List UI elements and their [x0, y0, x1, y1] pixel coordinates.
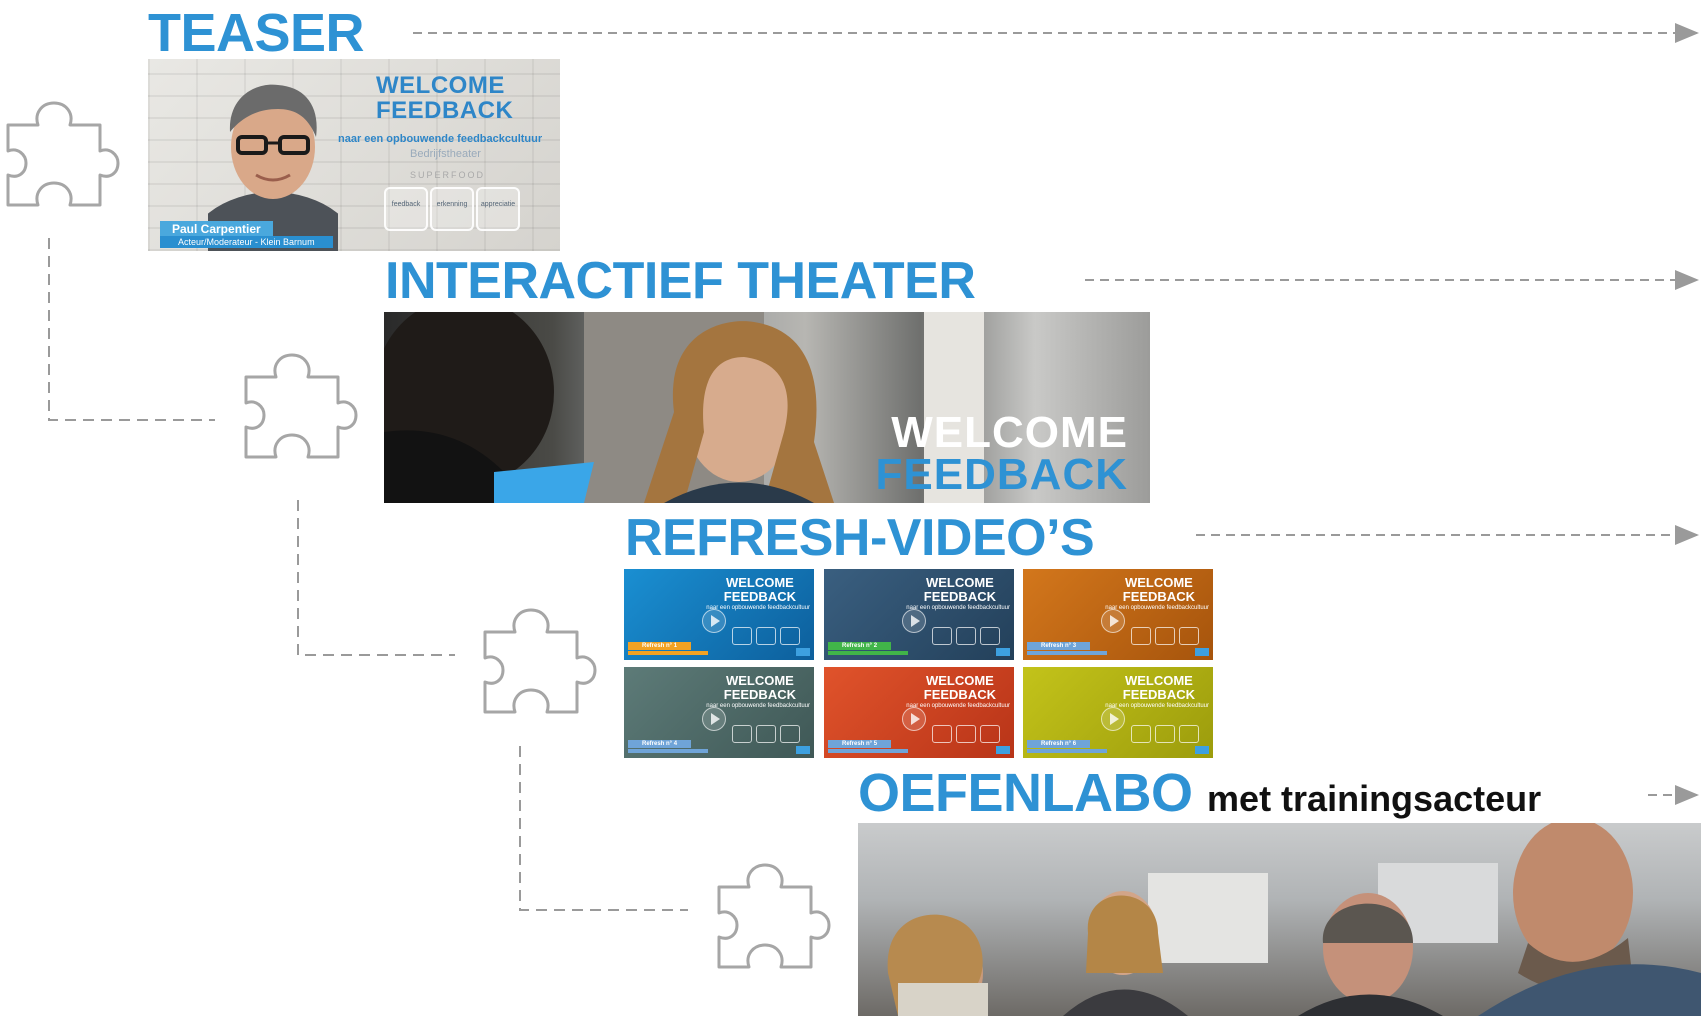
- oefenlabo-heading: OEFENLABO met trainingsacteur: [858, 766, 1541, 820]
- presenter-role: Acteur/Moderateur - Klein Barnum: [160, 236, 333, 248]
- theater-scene: [384, 312, 984, 503]
- refresh-heading: REFRESH-VIDEO’S: [625, 509, 1095, 567]
- jar-icon: appreciatie: [476, 187, 520, 231]
- play-icon[interactable]: [702, 609, 726, 633]
- play-icon[interactable]: [902, 609, 926, 633]
- thumb-subtitle: naar een opbouwende feedbackcultuur: [906, 605, 1010, 611]
- teaser-image-brand: SUPERFOOD: [410, 170, 486, 180]
- jar-icon: [780, 627, 800, 645]
- theater-image-title: WELCOME FEEDBACK: [875, 408, 1128, 499]
- theater-video-thumbnail[interactable]: WELCOME FEEDBACK: [384, 312, 1150, 503]
- logo-icon: [796, 746, 810, 754]
- jar-icon: [956, 627, 976, 645]
- thumb-subtitle: naar een opbouwende feedbackcultuur: [1105, 703, 1209, 709]
- jar-icon: [1155, 627, 1175, 645]
- label-bar: [828, 749, 908, 753]
- jar-icon: [1131, 627, 1151, 645]
- label-bar: [1027, 651, 1107, 655]
- label-bar: [628, 651, 708, 655]
- jar-icon: [732, 627, 752, 645]
- logo-icon: [996, 648, 1010, 656]
- jar-icon: [1155, 725, 1175, 743]
- thumb-subtitle: naar een opbouwende feedbackcultuur: [1105, 605, 1209, 611]
- jar-icon: [780, 725, 800, 743]
- label-bar: [828, 651, 908, 655]
- jar-icon: [980, 627, 1000, 645]
- logo-icon: [1195, 746, 1209, 754]
- teaser-heading: TEASER: [148, 3, 365, 63]
- puzzle-piece-icon-3: [483, 608, 597, 714]
- puzzle-piece-icon-1: [6, 101, 120, 207]
- teaser-image-title: WELCOME FEEDBACK: [376, 72, 514, 125]
- refresh-label: Refresh n° 4: [628, 740, 692, 748]
- presenter-name: Paul Carpentier: [160, 221, 273, 237]
- jar-icon: [756, 627, 776, 645]
- puzzle-piece-icon-4: [717, 863, 831, 969]
- thumb-subtitle: naar een opbouwende feedbackcultuur: [706, 605, 810, 611]
- teaser-video-thumbnail[interactable]: WELCOME FEEDBACK naar een opbouwende fee…: [148, 59, 560, 251]
- jar-icon: [756, 725, 776, 743]
- play-icon[interactable]: [702, 707, 726, 731]
- oefenlabo-scene: [887, 823, 1701, 1016]
- oefenlabo-title: OEFENLABO: [858, 763, 1193, 823]
- jar-icon: erkenning: [430, 187, 474, 231]
- refresh-label: Refresh n° 5: [828, 740, 892, 748]
- refresh-label: Refresh n° 2: [828, 642, 892, 650]
- teaser-image-subtitle: naar een opbouwende feedbackcultuur: [338, 133, 543, 145]
- jar-icon: [732, 725, 752, 743]
- logo-icon: [1195, 648, 1209, 656]
- jar-icon: [932, 627, 952, 645]
- play-icon[interactable]: [902, 707, 926, 731]
- oefenlabo-subtitle: met trainingsacteur: [1207, 778, 1542, 819]
- refresh-label: Refresh n° 6: [1027, 740, 1091, 748]
- refresh-label: Refresh n° 1: [628, 642, 692, 650]
- play-icon[interactable]: [1101, 609, 1125, 633]
- label-bar: [1027, 749, 1107, 753]
- theater-heading: INTERACTIEF THEATER: [385, 252, 976, 310]
- jar-icon: feedback: [384, 187, 428, 231]
- thumb-subtitle: naar een opbouwende feedbackcultuur: [706, 703, 810, 709]
- jar-icon: [956, 725, 976, 743]
- thumb-subtitle: naar een opbouwende feedbackcultuur: [906, 703, 1010, 709]
- connector-1: [48, 238, 215, 421]
- connector-3: [519, 746, 688, 911]
- refresh-label: Refresh n° 3: [1027, 642, 1091, 650]
- play-icon[interactable]: [1101, 707, 1125, 731]
- label-bar: [628, 749, 708, 753]
- puzzle-piece-icon-2: [244, 353, 358, 459]
- oefenlabo-photo: [858, 823, 1701, 1016]
- jar-icon: [1179, 725, 1199, 743]
- jar-icon: [1179, 627, 1199, 645]
- connector-2: [297, 500, 455, 656]
- logo-icon: [796, 648, 810, 656]
- jar-icon: [1131, 725, 1151, 743]
- jar-icon: [932, 725, 952, 743]
- logo-icon: [996, 746, 1010, 754]
- teaser-image-subtitle2: Bedrijfstheater: [410, 148, 481, 160]
- jar-icon: [980, 725, 1000, 743]
